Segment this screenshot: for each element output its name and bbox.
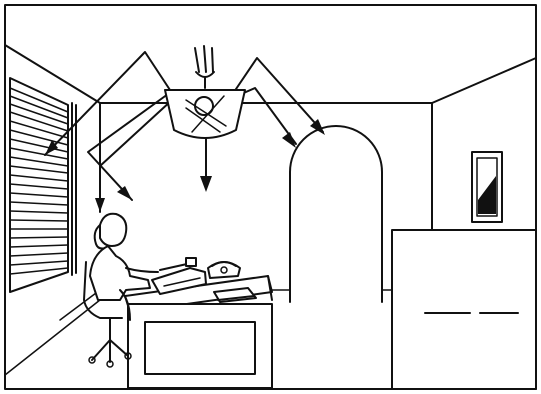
telephone-icon [208,262,240,278]
arched-doorway [290,126,382,302]
ceiling-light-fixture-icon [165,46,245,138]
window-blinds-icon [10,78,76,292]
framed-picture-icon [472,152,502,222]
filing-cabinet [392,230,536,389]
